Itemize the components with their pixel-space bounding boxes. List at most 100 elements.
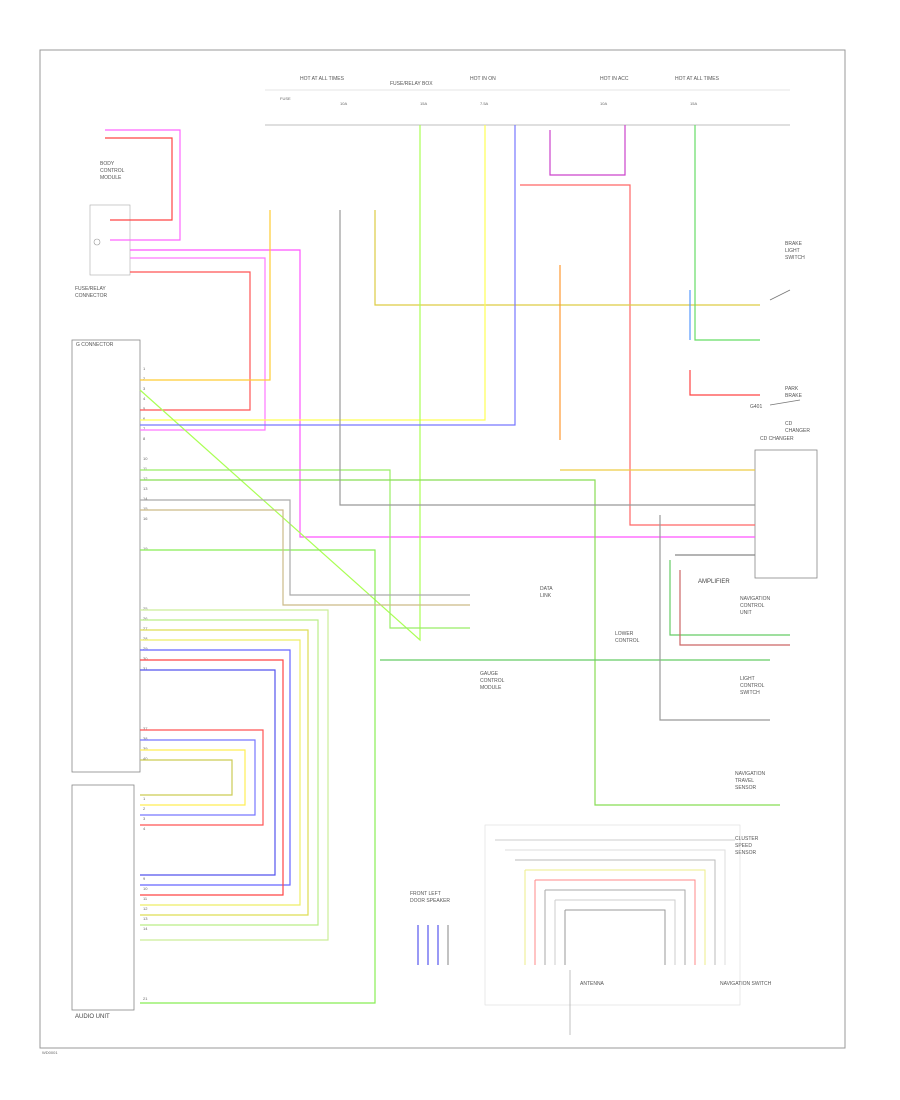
svg-text:CONTROL: CONTROL xyxy=(740,603,765,609)
svg-text:10: 10 xyxy=(143,886,148,891)
svg-text:LINK: LINK xyxy=(540,593,552,599)
svg-text:CD: CD xyxy=(785,421,793,427)
svg-text:G CONNECTOR: G CONNECTOR xyxy=(76,342,114,348)
wire-blue xyxy=(140,669,276,876)
wire-yellow xyxy=(140,210,271,381)
svg-text:4: 4 xyxy=(143,826,146,831)
svg-text:FUSE: FUSE xyxy=(280,96,291,101)
wire-magenta xyxy=(130,257,266,431)
wire-green xyxy=(139,125,421,642)
wire-magenta xyxy=(130,249,755,538)
svg-text:28: 28 xyxy=(143,636,148,641)
wire-red xyxy=(130,271,251,411)
svg-text:LIGHT: LIGHT xyxy=(785,248,800,254)
svg-text:MODULE: MODULE xyxy=(480,685,502,691)
svg-text:NAVIGATION: NAVIGATION xyxy=(740,596,770,602)
svg-text:5: 5 xyxy=(143,406,146,411)
svg-text:SENSOR: SENSOR xyxy=(735,850,757,856)
right-side-switches: BRAKE LIGHT SWITCH PARK BRAKE CD CHANGER xyxy=(769,241,810,434)
page-code: WD0001 xyxy=(42,1050,58,1055)
wire-gray xyxy=(659,515,770,721)
amplifier-label: AMPLIFIER xyxy=(698,579,730,585)
svg-text:GAUGE: GAUGE xyxy=(480,671,499,677)
svg-text:11: 11 xyxy=(143,896,148,901)
svg-text:FUSE/RELAY BOX: FUSE/RELAY BOX xyxy=(390,81,433,87)
wire-magenta xyxy=(105,129,181,241)
navigation-switch-connector: NAVIGATION SWITCH ANTENNA FRONT LEFT DOO… xyxy=(410,824,772,1035)
svg-text:BODY: BODY xyxy=(100,161,115,167)
svg-text:11: 11 xyxy=(143,466,148,471)
wire-yellow xyxy=(140,759,233,796)
svg-text:3: 3 xyxy=(143,816,146,821)
svg-text:BRAKE: BRAKE xyxy=(785,393,803,399)
svg-text:21: 21 xyxy=(143,996,148,1001)
wire-yellow xyxy=(140,629,309,916)
svg-text:CLUSTER: CLUSTER xyxy=(735,836,759,842)
amplifier-block: AMPLIFIER xyxy=(698,449,818,585)
svg-text:14: 14 xyxy=(143,926,148,931)
svg-text:27: 27 xyxy=(143,626,148,631)
svg-text:9: 9 xyxy=(143,876,146,881)
svg-text:FUSE/RELAY: FUSE/RELAY xyxy=(75,286,106,292)
svg-text:10A: 10A xyxy=(600,101,607,106)
svg-text:12: 12 xyxy=(143,906,148,911)
wire-magenta xyxy=(549,125,626,176)
svg-text:DOOR SPEAKER: DOOR SPEAKER xyxy=(410,898,450,904)
svg-text:SWITCH: SWITCH xyxy=(740,690,760,696)
svg-text:4: 4 xyxy=(143,396,146,401)
svg-text:39: 39 xyxy=(143,746,148,751)
svg-text:SPEED: SPEED xyxy=(735,843,752,849)
svg-text:CONTROL: CONTROL xyxy=(615,638,640,644)
svg-text:CHANGER: CHANGER xyxy=(785,428,810,434)
svg-text:HOT AT ALL TIMES: HOT AT ALL TIMES xyxy=(675,76,720,82)
svg-text:CONTROL: CONTROL xyxy=(480,678,505,684)
svg-text:19: 19 xyxy=(143,546,148,551)
wires xyxy=(105,125,790,1004)
svg-text:LIGHT: LIGHT xyxy=(740,676,755,682)
svg-text:26: 26 xyxy=(143,616,148,621)
antenna-label: ANTENNA xyxy=(580,981,605,987)
svg-text:15: 15 xyxy=(143,506,148,511)
wire-yellow xyxy=(140,125,486,421)
svg-text:2: 2 xyxy=(143,806,146,811)
ground-label: G401 xyxy=(750,404,762,410)
svg-text:38: 38 xyxy=(143,736,148,741)
svg-text:CONNECTOR: CONNECTOR xyxy=(75,293,108,299)
wire-blue xyxy=(140,739,256,816)
wire-yellow xyxy=(140,639,301,906)
svg-text:15A: 15A xyxy=(690,101,697,106)
svg-text:SWITCH: SWITCH xyxy=(785,255,805,261)
nav-harness xyxy=(495,839,735,965)
speaker-wires xyxy=(417,925,449,965)
svg-text:FRONT LEFT: FRONT LEFT xyxy=(410,891,441,897)
svg-text:16: 16 xyxy=(143,516,148,521)
svg-text:HOT IN ON: HOT IN ON xyxy=(470,76,496,82)
wire-red xyxy=(140,729,264,826)
top-connector-bar: HOT AT ALL TIMES FUSE/RELAY BOX HOT IN O… xyxy=(265,76,790,126)
wire-green xyxy=(140,479,780,806)
cd-changer-label: CD CHANGER xyxy=(760,436,794,442)
svg-text:31: 31 xyxy=(143,666,148,671)
svg-text:CONTROL: CONTROL xyxy=(740,683,765,689)
navigation-switch-label: NAVIGATION SWITCH xyxy=(720,981,772,987)
svg-text:30: 30 xyxy=(143,656,148,661)
svg-text:7: 7 xyxy=(143,426,146,431)
svg-text:8: 8 xyxy=(143,436,146,441)
svg-text:12: 12 xyxy=(143,476,148,481)
lower-right-components: NAVIGATION CONTROL UNIT LIGHT CONTROL SW… xyxy=(480,586,770,856)
svg-text:29: 29 xyxy=(143,646,148,651)
svg-text:1: 1 xyxy=(143,796,146,801)
wire-gray xyxy=(140,499,470,596)
svg-text:10: 10 xyxy=(143,456,148,461)
front-connector: BODY CONTROL MODULE FUSE/RELAY CONNECTOR xyxy=(75,161,131,299)
wire-green xyxy=(140,469,470,629)
svg-text:25: 25 xyxy=(143,606,148,611)
svg-text:37: 37 xyxy=(143,726,148,731)
svg-text:BRAKE: BRAKE xyxy=(785,241,803,247)
svg-text:7.5A: 7.5A xyxy=(480,101,489,106)
svg-text:15A: 15A xyxy=(420,101,427,106)
svg-text:6: 6 xyxy=(143,416,146,421)
wire-gray xyxy=(339,210,755,506)
audio-unit-label: AUDIO UNIT xyxy=(75,1014,110,1020)
